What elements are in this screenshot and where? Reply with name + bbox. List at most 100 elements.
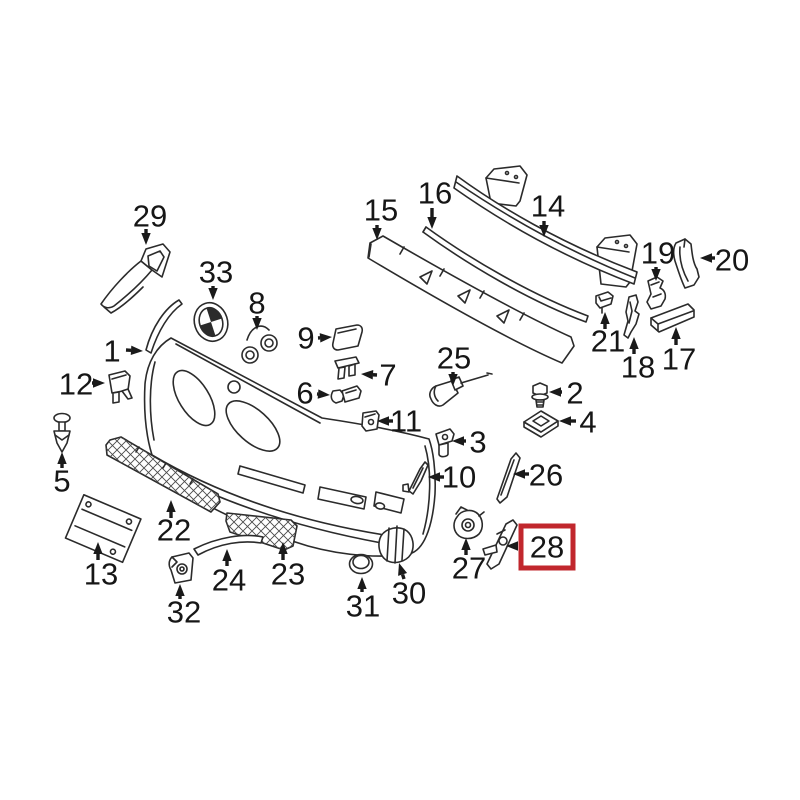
part-art-19 bbox=[646, 276, 667, 310]
callout-arrowhead-33 bbox=[208, 288, 218, 300]
part-art-25 bbox=[429, 372, 493, 407]
highlight-box-part-28 bbox=[518, 523, 576, 571]
part-label-6: 6 bbox=[296, 376, 313, 411]
part-art-23 bbox=[225, 512, 298, 551]
part-art-26 bbox=[496, 452, 521, 504]
callout-arrowhead-12 bbox=[93, 378, 105, 388]
part-callout-26: 26 bbox=[513, 458, 563, 493]
part-callout-29: 29 bbox=[133, 199, 167, 245]
part-callout-32: 32 bbox=[167, 584, 201, 630]
part-callout-31: 31 bbox=[346, 577, 380, 624]
part-label-29: 29 bbox=[133, 199, 167, 234]
callout-arrowhead-21 bbox=[600, 312, 610, 324]
part-callout-15: 15 bbox=[364, 193, 398, 240]
part-callout-24: 24 bbox=[212, 549, 246, 598]
part-label-7: 7 bbox=[379, 358, 396, 393]
part-callout-2: 2 bbox=[549, 376, 584, 411]
part-label-27: 27 bbox=[452, 551, 486, 586]
part-art-8 bbox=[241, 325, 278, 364]
callout-arrowhead-10 bbox=[428, 472, 440, 482]
part-art-32 bbox=[168, 552, 194, 584]
part-callout-5: 5 bbox=[53, 452, 71, 499]
part-callout-28: 28 bbox=[506, 523, 576, 571]
callout-arrowhead-20 bbox=[700, 253, 712, 263]
callout-arrowhead-8 bbox=[252, 318, 262, 330]
part-art-2 bbox=[531, 382, 549, 408]
callout-arrowhead-6 bbox=[317, 389, 330, 399]
part-label-10: 10 bbox=[442, 460, 476, 495]
part-art-11 bbox=[361, 410, 380, 432]
callout-arrowhead-7 bbox=[361, 370, 374, 380]
part-art-30 bbox=[378, 525, 414, 564]
callout-arrowhead-2 bbox=[549, 387, 561, 397]
callout-arrowhead-16 bbox=[427, 217, 437, 229]
part-callout-16: 16 bbox=[418, 176, 452, 229]
part-label-8: 8 bbox=[248, 286, 265, 321]
part-label-9: 9 bbox=[297, 321, 314, 356]
part-callout-22: 22 bbox=[157, 500, 191, 548]
part-callout-12: 12 bbox=[59, 367, 105, 402]
part-callout-6: 6 bbox=[296, 376, 330, 411]
part-callout-33: 33 bbox=[199, 255, 233, 300]
part-art-24 bbox=[193, 534, 264, 556]
callout-arrowhead-31 bbox=[357, 577, 367, 589]
callout-arrowhead-23 bbox=[278, 542, 288, 554]
part-art-28 bbox=[482, 519, 518, 570]
callout-arrowhead-19 bbox=[651, 269, 661, 281]
part-art-29 bbox=[100, 243, 171, 314]
part-callout-4: 4 bbox=[559, 405, 597, 440]
callout-arrowhead-4 bbox=[559, 416, 571, 426]
part-label-19: 19 bbox=[641, 236, 675, 271]
part-art-18 bbox=[623, 294, 640, 339]
callout-arrowhead-22 bbox=[166, 500, 176, 512]
callout-arrowhead-9 bbox=[319, 333, 332, 343]
part-art-14 bbox=[453, 165, 638, 288]
part-art-10 bbox=[402, 461, 429, 495]
part-callout-19: 19 bbox=[641, 236, 675, 281]
part-art-20 bbox=[672, 238, 700, 289]
part-label-23: 23 bbox=[271, 557, 305, 592]
part-callout-30: 30 bbox=[392, 563, 426, 611]
callout-arrowhead-30 bbox=[398, 563, 408, 576]
part-callout-8: 8 bbox=[248, 286, 266, 330]
part-label-17: 17 bbox=[662, 342, 696, 377]
part-callout-25: 25 bbox=[437, 341, 471, 386]
part-label-25: 25 bbox=[437, 341, 471, 376]
part-label-3: 3 bbox=[469, 425, 486, 460]
part-label-1: 1 bbox=[103, 334, 120, 369]
part-label-28: 28 bbox=[530, 530, 564, 565]
part-art-27 bbox=[453, 506, 485, 540]
part-callout-18: 18 bbox=[621, 337, 655, 385]
part-callout-7: 7 bbox=[361, 358, 397, 393]
part-callout-23: 23 bbox=[271, 542, 305, 592]
part-art-15 bbox=[367, 235, 575, 364]
callout-arrowhead-25 bbox=[448, 374, 458, 386]
part-art-4 bbox=[523, 410, 559, 438]
part-art-22 bbox=[105, 436, 221, 513]
part-callout-27: 27 bbox=[452, 538, 486, 586]
callout-arrowhead-14 bbox=[539, 225, 549, 237]
part-callout-14: 14 bbox=[531, 189, 565, 237]
callout-arrowhead-13 bbox=[93, 542, 103, 554]
part-art-33 bbox=[193, 301, 229, 343]
part-label-32: 32 bbox=[167, 595, 201, 630]
part-art-9 bbox=[331, 324, 364, 351]
part-art-21 bbox=[595, 291, 614, 314]
part-art-5 bbox=[53, 412, 71, 453]
part-callout-21: 21 bbox=[591, 312, 625, 359]
callout-arrowhead-29 bbox=[141, 233, 151, 245]
callout-arrowhead-3 bbox=[452, 436, 464, 446]
part-callout-13: 13 bbox=[84, 542, 118, 592]
callout-arrow-line-30 bbox=[400, 573, 406, 580]
part-label-21: 21 bbox=[591, 324, 625, 359]
part-callout-20: 20 bbox=[700, 243, 749, 278]
callout-arrowhead-11 bbox=[377, 416, 389, 426]
part-art-13 bbox=[64, 493, 142, 564]
part-label-5: 5 bbox=[53, 464, 70, 499]
part-label-30: 30 bbox=[392, 576, 426, 611]
part-label-11: 11 bbox=[390, 404, 422, 439]
part-callout-11: 11 bbox=[377, 404, 422, 439]
part-art-3 bbox=[435, 428, 455, 458]
callout-arrowhead-15 bbox=[372, 228, 382, 240]
